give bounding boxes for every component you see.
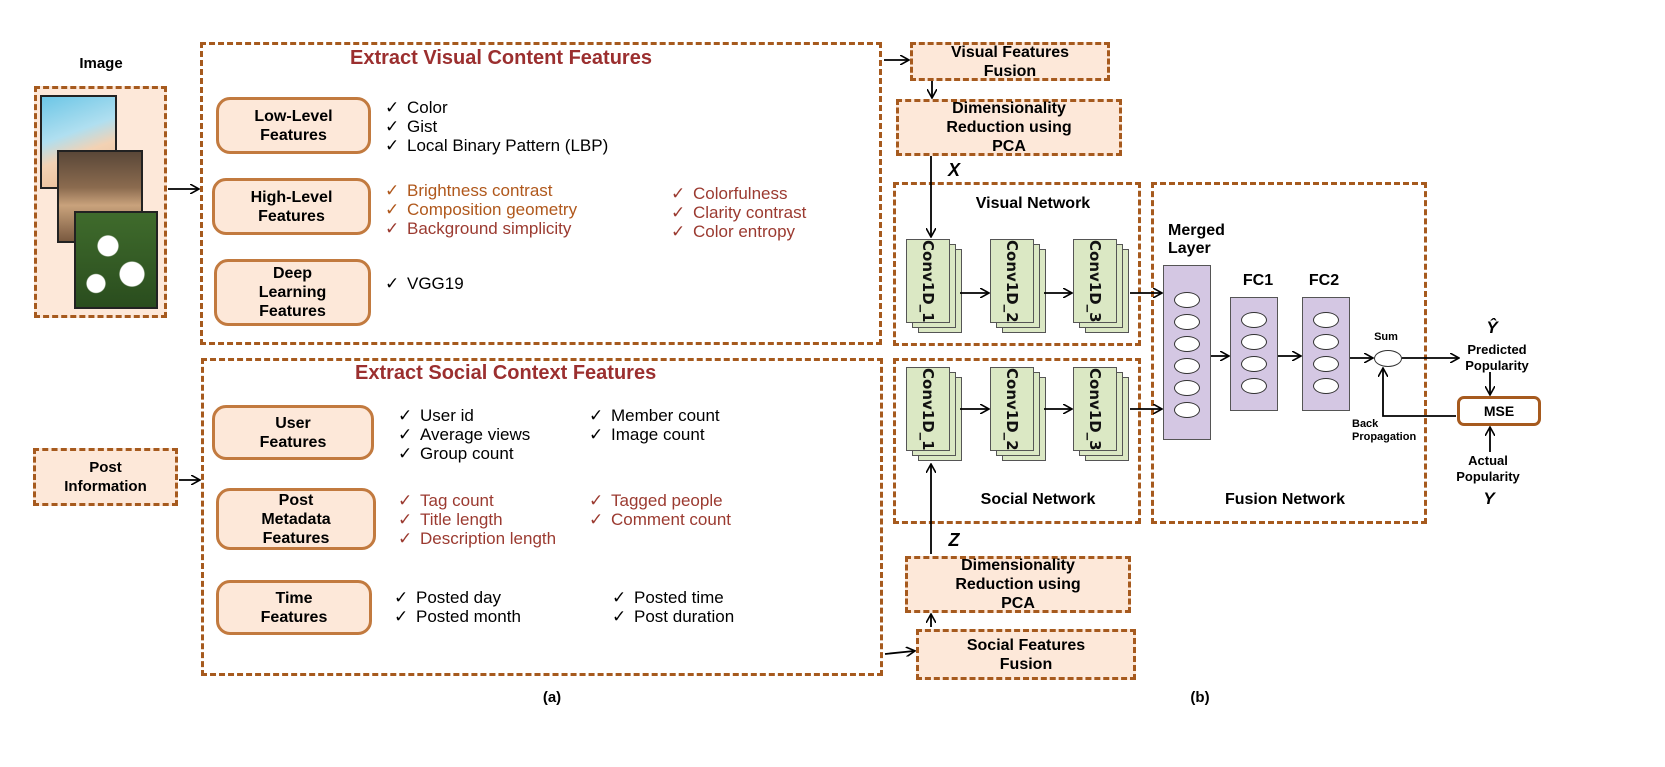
visual-network-label: Visual Network: [975, 195, 1091, 212]
high-level-item-5: ✓Clarity contrast: [671, 203, 807, 222]
visual-content-section: [200, 42, 882, 345]
visual-conv-3: Conv1D_3: [1073, 239, 1129, 333]
mse-box: MSE: [1457, 396, 1541, 426]
post-meta-item-2: ✓Title length: [398, 510, 503, 529]
high-level-item-2: ✓Composition geometry: [385, 200, 578, 219]
time-item-2: ✓Posted month: [394, 607, 521, 626]
predicted-popularity-label: Predicted Popularity: [1465, 342, 1529, 373]
image-label: Image: [79, 55, 123, 72]
low-level-item-1: ✓Color: [385, 98, 448, 117]
time-item-1: ✓Posted day: [394, 588, 502, 607]
fusion-network-label: Fusion Network: [1224, 491, 1345, 508]
deep-learning-features-box: Deep Learning Features: [214, 259, 371, 326]
back-propagation-label: Back Propagation: [1352, 418, 1417, 443]
fc2-node: [1313, 312, 1339, 328]
social-context-section: [201, 358, 883, 676]
deep-learning-item-1: ✓VGG19: [385, 274, 464, 293]
y-actual-label: Y: [1483, 489, 1495, 508]
user-features-box: User Features: [212, 405, 374, 460]
social-conv-1: Conv1D_1: [906, 367, 962, 461]
high-level-item-4: ✓Colorfulness: [671, 184, 788, 203]
low-level-item-2: ✓Gist: [385, 117, 438, 136]
high-level-features-box: High-Level Features: [212, 178, 371, 235]
visual-conv-3-label: Conv1D_3: [1086, 239, 1104, 323]
visual-conv-2: Conv1D_2: [990, 239, 1046, 333]
visual-conv-2-label: Conv1D_2: [1003, 239, 1021, 323]
fc2-node: [1313, 334, 1339, 350]
x-variable-label: X: [947, 160, 960, 180]
visual-network-box: [893, 182, 1141, 346]
sum-label: Sum: [1374, 331, 1398, 343]
sum-node: [1374, 350, 1402, 367]
high-level-item-3: ✓Background simplicity: [385, 219, 572, 238]
merged-node: [1174, 358, 1200, 374]
high-level-item-1: ✓Brightness contrast: [385, 181, 553, 200]
dim-reduction-top-box: Dimensionality Reduction using PCA: [896, 99, 1122, 156]
social-section-title: Extract Social Context Features: [355, 362, 657, 384]
social-network-label: Social Network: [980, 491, 1096, 508]
y-hat-label: Ŷ: [1486, 318, 1498, 337]
low-level-item-3: ✓Local Binary Pattern (LBP): [385, 136, 609, 155]
time-features-box: Time Features: [216, 580, 372, 635]
post-meta-item-3: ✓Description length: [398, 529, 557, 548]
merged-node: [1174, 380, 1200, 396]
time-item-4: ✓Post duration: [612, 607, 735, 626]
visual-section-title: Extract Visual Content Features: [350, 47, 652, 69]
fc1-label: FC1: [1242, 272, 1274, 289]
dim-reduction-bottom-box: Dimensionality Reduction using PCA: [905, 556, 1131, 613]
merged-node: [1174, 314, 1200, 330]
social-conv-1-label: Conv1D_1: [919, 367, 937, 451]
caption-b: (b): [1190, 689, 1210, 706]
user-item-2: ✓Average views: [398, 425, 531, 444]
post-meta-item-4: ✓Tagged people: [589, 491, 723, 510]
fusion-network-box: [1151, 182, 1427, 524]
time-item-3: ✓Posted time: [612, 588, 724, 607]
visual-conv-1-label: Conv1D_1: [919, 239, 937, 323]
fc1-node: [1241, 312, 1267, 328]
low-level-features-box: Low-Level Features: [216, 97, 371, 154]
photo-daisies: [74, 211, 158, 309]
user-item-1: ✓User id: [398, 406, 474, 425]
social-network-box: [893, 358, 1141, 524]
post-information-box: Post Information: [33, 448, 178, 506]
user-item-5: ✓Image count: [589, 425, 705, 444]
high-level-item-6: ✓Color entropy: [671, 222, 796, 241]
social-conv-2: Conv1D_2: [990, 367, 1046, 461]
z-variable-label: Z: [948, 530, 960, 550]
social-conv-3-label: Conv1D_3: [1086, 367, 1104, 451]
post-meta-item-1: ✓Tag count: [398, 491, 494, 510]
actual-popularity-label: Actual Popularity: [1456, 453, 1520, 484]
fc2-label: FC2: [1308, 272, 1340, 289]
user-item-4: ✓Member count: [589, 406, 720, 425]
post-metadata-features-box: Post Metadata Features: [216, 488, 376, 550]
social-conv-2-label: Conv1D_2: [1003, 367, 1021, 451]
social-features-fusion-box: Social Features Fusion: [916, 629, 1136, 680]
user-item-3: ✓Group count: [398, 444, 514, 463]
visual-features-fusion-box: Visual Features Fusion: [910, 42, 1110, 81]
merged-node: [1174, 336, 1200, 352]
caption-a: (a): [542, 689, 562, 706]
visual-conv-1: Conv1D_1: [906, 239, 962, 333]
fc2-node: [1313, 378, 1339, 394]
social-conv-3: Conv1D_3: [1073, 367, 1129, 461]
merged-layer-label: Merged Layer: [1168, 222, 1225, 257]
mse-label: MSE: [1483, 403, 1515, 419]
merged-node: [1174, 402, 1200, 418]
fc1-node: [1241, 378, 1267, 394]
post-meta-item-5: ✓Comment count: [589, 510, 731, 529]
fc1-node: [1241, 356, 1267, 372]
fc1-node: [1241, 334, 1267, 350]
merged-node: [1174, 292, 1200, 308]
fc2-node: [1313, 356, 1339, 372]
